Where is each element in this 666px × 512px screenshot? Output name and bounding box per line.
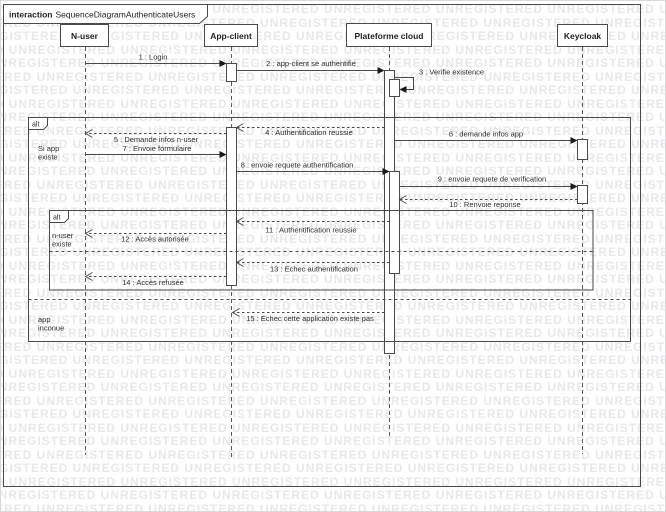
message-2-label: 2 : app-client se authentifie (266, 59, 356, 68)
alt-inner-operator: alt (53, 215, 60, 222)
message-14-arrowhead (84, 272, 93, 281)
message-13-arrowhead (235, 258, 244, 267)
message-2-arrowhead (377, 67, 385, 74)
alt-outer-guard-bottom-line1: app (38, 315, 51, 324)
alt-fragment-outer (28, 117, 631, 342)
lifeline-head-keycloak (557, 24, 608, 47)
lifeline-label-n-user: N-user (71, 31, 99, 41)
message-13-label: 13 : Echec authentification (270, 265, 358, 274)
message-5-arrowhead (84, 129, 93, 138)
message-6-arrowhead (570, 137, 578, 144)
alt-outer-guard-bottom-line2: inconue (38, 324, 64, 333)
message-3-label: 3 : Verifie existence (419, 68, 484, 77)
message-4-label: 4 : Authentification reussie (265, 128, 353, 137)
message-6-label: 6 : demande infos app (449, 130, 523, 139)
interaction-name: SequenceDiagramAuthenticateUsers (55, 10, 195, 20)
alt-inner-guard-line1: n-user (52, 231, 74, 240)
alt-inner-guard-line2: existe (52, 240, 72, 249)
lifeline-head-plateforme-cloud (346, 23, 432, 47)
interaction-frame (3, 4, 641, 487)
interaction-frame-label-pentagon (3, 4, 208, 24)
message-11-label: 11 : Authentification reussie (265, 226, 356, 235)
message-9-label: 9 : envoie requete de verification (438, 175, 546, 184)
message-12-label: 12 : Accès autorisée (121, 235, 189, 244)
activation-keycloak-2 (577, 185, 588, 204)
alt-outer-operator-pentagon (28, 117, 48, 130)
message-10-label: 10 : Renvoie reponse (449, 200, 520, 209)
lifeline-label-app-client: App-client (210, 31, 252, 41)
message-11-arrowhead (235, 217, 244, 226)
message-1-arrowhead (219, 60, 227, 67)
lifeline-head-app-client (204, 24, 258, 47)
message-3-line (394, 77, 414, 90)
message-4-arrowhead (235, 123, 244, 132)
message-8-label: 8 : envoie requete authentification (241, 161, 354, 170)
message-12-arrowhead (84, 229, 93, 238)
alt-fragment-inner (49, 210, 594, 291)
message-8-arrowhead (382, 168, 390, 175)
alt-outer-guard-top-line2: existe (38, 153, 58, 162)
message-5-label: 5 : Demande infos n-user (114, 135, 199, 144)
message-9-arrowhead (570, 183, 578, 190)
message-14-label: 14 : Accès refusée (122, 278, 184, 287)
message-15-arrowhead (231, 308, 240, 317)
message-7-arrowhead (219, 151, 227, 158)
message-15-label: 15 : Echec cette application existe pas (246, 314, 374, 323)
message-1-label: 1 : Login (139, 53, 168, 62)
message-10-arrowhead (398, 195, 407, 204)
activation-plateforme-self (389, 79, 400, 97)
activation-plateforme-nested (389, 171, 400, 274)
alt-outer-guard-top-line1: Si app (38, 144, 59, 153)
activation-keycloak-1 (577, 139, 588, 160)
interaction-keyword: interaction (9, 10, 52, 20)
message-3-arrowhead (399, 86, 407, 93)
lifeline-label-plateforme-cloud: Plateforme cloud (355, 31, 424, 41)
lifeline-label-keycloak: Keycloak (564, 31, 602, 41)
activation-app-client-1 (226, 63, 237, 82)
lifeline-head-n-user (60, 24, 109, 47)
alt-inner-operator-pentagon (49, 210, 69, 223)
alt-outer-operator: alt (32, 122, 39, 129)
message-7-label: 7 : Envoie formulaire (123, 144, 192, 153)
activation-app-client-2 (226, 127, 237, 286)
